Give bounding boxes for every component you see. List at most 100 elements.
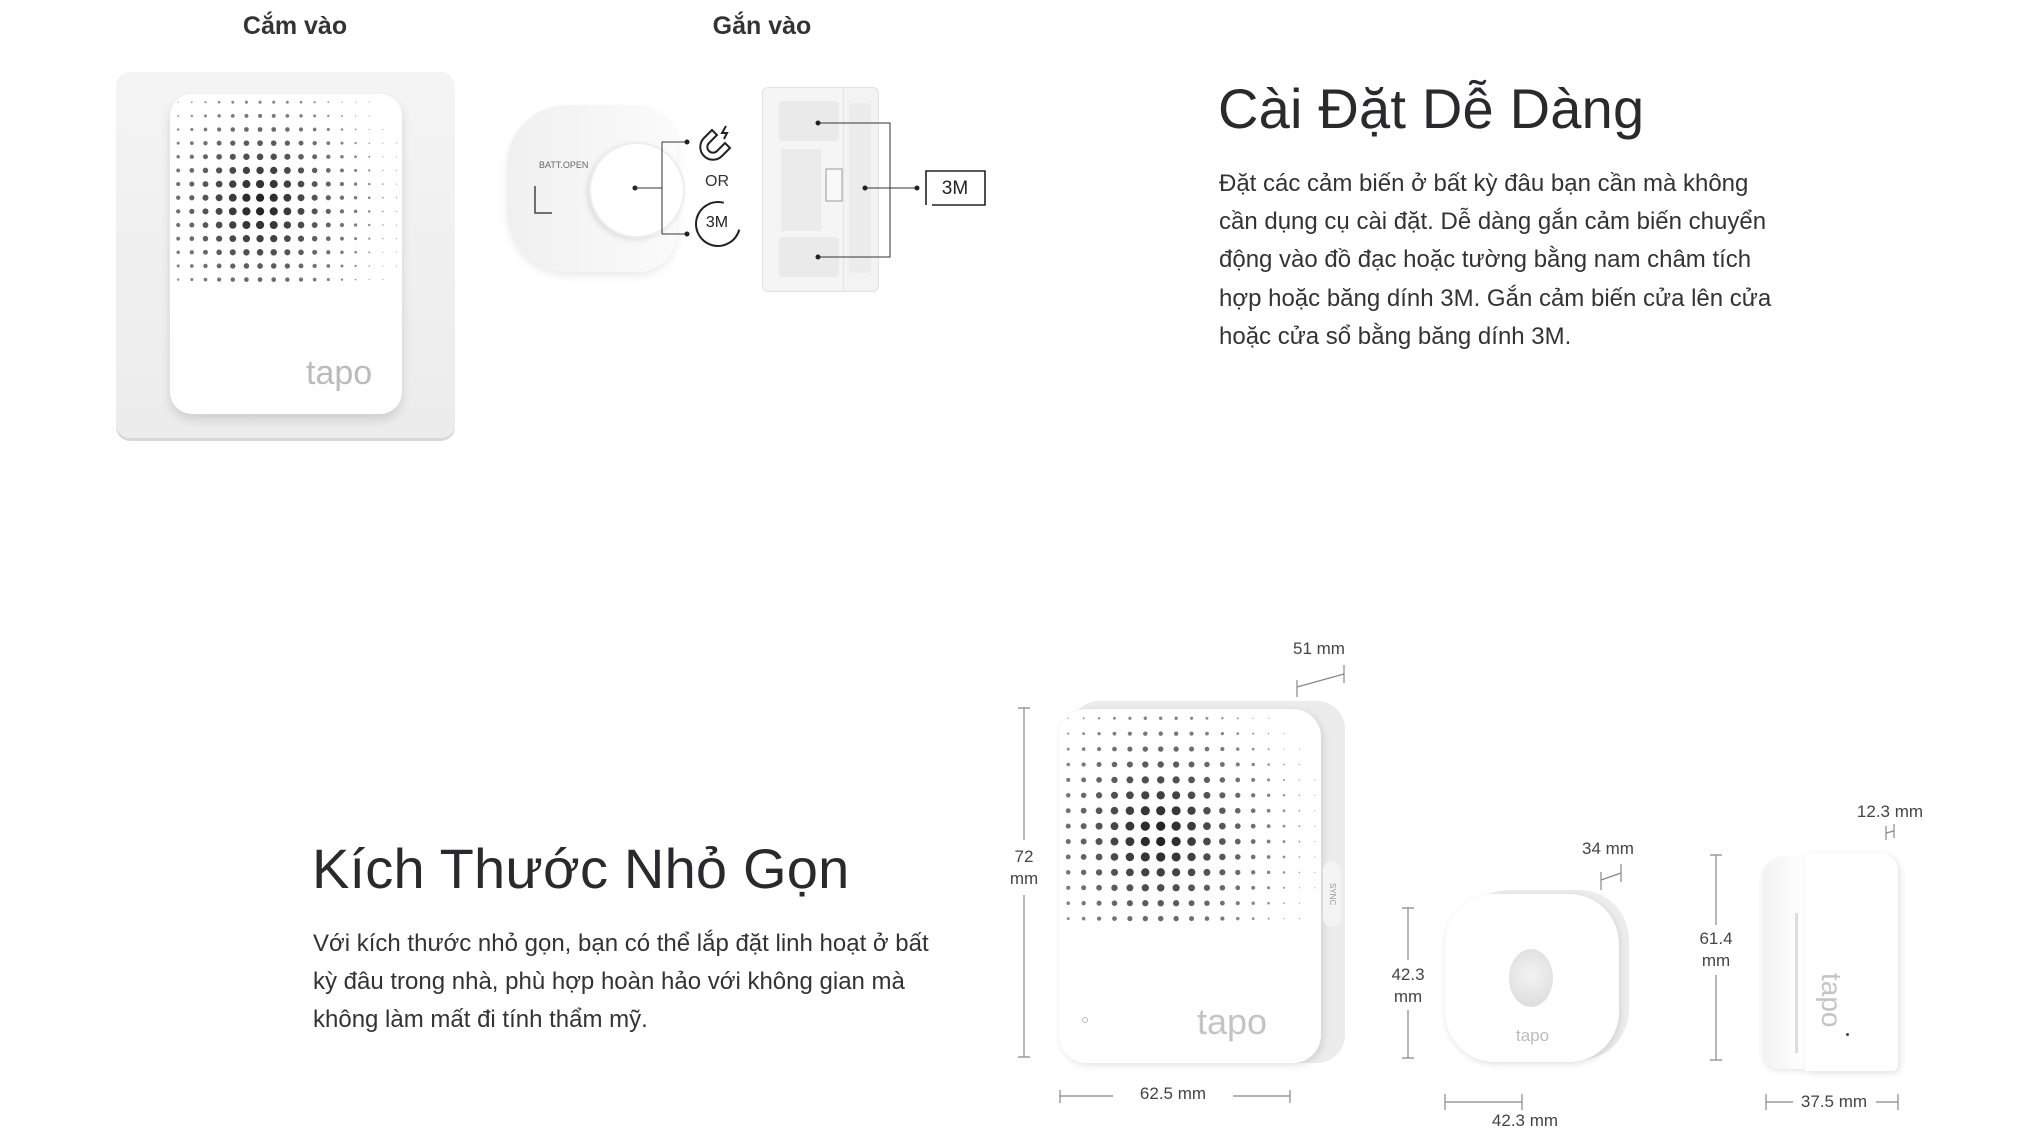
motion-depth-label: 34 mm [1582,839,1634,858]
grille-hole [1140,821,1150,831]
grille-hole [1314,825,1316,827]
grille-hole [269,193,278,202]
grille-hole [382,237,384,240]
grille-hole [311,167,318,174]
grille-hole [1066,901,1071,905]
grille-hole [311,235,318,242]
grille-hole [1251,793,1256,798]
grille-hole [203,127,208,132]
grille-hole [1205,731,1209,736]
grille-hole [326,154,331,159]
grille-hole [1140,806,1150,816]
grille-hole [353,223,358,227]
grille-hole [242,180,251,189]
grille-hole [1236,717,1239,720]
grille-hole [395,142,398,144]
grille-hole [283,180,292,188]
grille-hole [176,209,181,214]
grille-hole [202,154,208,160]
grille-hole [1156,791,1165,800]
grille-hole [216,140,222,146]
grille-hole [382,183,384,185]
grille-hole [215,221,223,229]
grille-hole [382,156,384,158]
grille-hole [353,209,358,214]
grille-hole [368,169,371,172]
grille-hole [312,140,317,146]
grille-hole [231,100,235,104]
grille-hole [203,249,208,255]
door-height-value: 61.4 [1699,929,1733,948]
grille-hole [1127,746,1133,752]
grille-hole [354,155,357,159]
grille-hole [1314,810,1316,812]
speaker-grille [1065,716,1316,922]
grille-hole [1171,852,1181,862]
hub-height-value: 72 [1014,847,1034,866]
grille-hole [353,182,358,186]
grille-hole [229,167,237,174]
grille-hole [215,194,223,202]
grille-hole [1298,856,1301,858]
grille-hole [285,113,290,118]
grille-hole [190,101,193,104]
grille-hole [284,249,291,256]
grille-hole [326,250,331,255]
grille-hole [1220,732,1225,736]
grille-hole [203,140,208,146]
grille-hole [354,278,357,281]
grille-hole [1282,809,1286,813]
grille-hole [1067,732,1070,735]
grille-hole [1234,838,1241,845]
grille-hole [297,167,305,174]
grille-hole [1156,852,1166,862]
grille-hole [1173,915,1179,922]
grille-hole [1251,885,1256,890]
grille-hole [176,181,181,187]
grille-hole [1065,808,1071,814]
grille-hole [1110,868,1119,876]
grille-hole [340,128,344,131]
grille-hole [1251,777,1256,782]
motion-sensor-dimension-image: tapo [1445,890,1632,1063]
grille-hole [1298,748,1301,750]
grille-hole [298,263,304,269]
grille-hole [1298,887,1301,889]
grille-hole [228,207,237,216]
grille-hole [256,234,264,243]
grille-hole [1156,821,1166,831]
grille-hole [340,264,344,268]
grille-hole [257,127,263,132]
grille-hole [255,193,265,202]
grille-hole [269,180,278,189]
grille-hole [382,169,384,172]
dimension-lines [1018,665,1899,1110]
grille-hole [368,101,370,103]
grille-hole [1157,915,1164,922]
tapo-logo: tapo [1197,1001,1268,1042]
grille-hole [311,181,318,188]
grille-hole [1142,915,1148,922]
grille-hole [217,100,221,104]
grille-hole [189,141,194,146]
grille-hole [341,114,343,117]
grille-hole [367,196,371,200]
grille-hole [1189,716,1194,720]
grille-hole [1126,761,1133,768]
grille-hole [1110,822,1119,831]
grille-hole [1250,808,1256,814]
grille-hole [1298,779,1301,781]
grille-hole [230,127,236,132]
grille-hole [1314,840,1316,843]
grille-hole [1143,731,1148,736]
grille-hole [1081,747,1086,751]
grille-hole [270,249,277,256]
grille-hole [204,101,207,104]
grille-hole [299,100,303,104]
grille-hole [298,249,304,256]
grille-hole [327,101,330,104]
grille-hole [1110,853,1119,861]
grille-hole [1096,916,1102,921]
grille-hole [1283,733,1285,735]
